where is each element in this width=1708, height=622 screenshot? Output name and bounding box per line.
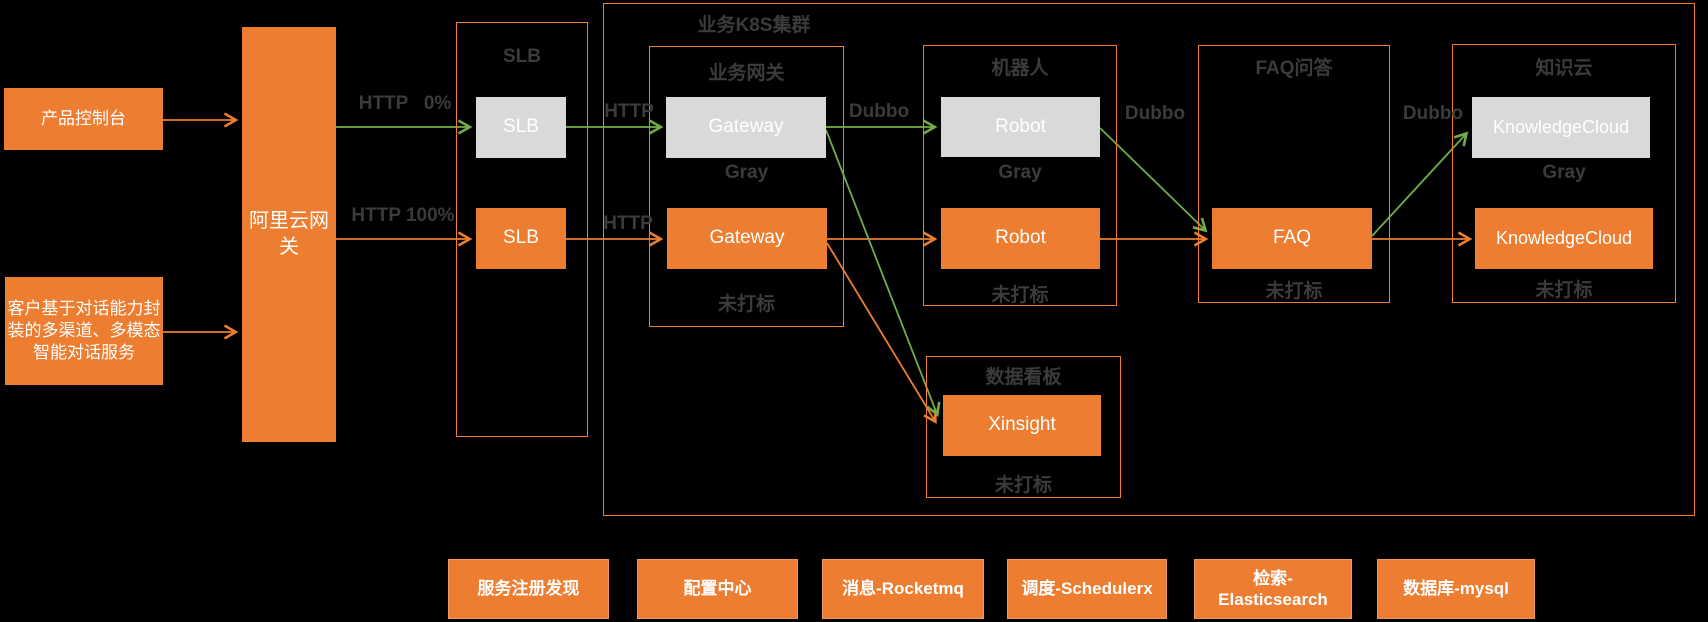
slb-untagged-node: SLB xyxy=(476,208,566,269)
edge-label-http-untagged: HTTP xyxy=(603,213,653,234)
slb-container xyxy=(456,22,588,437)
gateway-gray-node: Gateway xyxy=(666,97,826,158)
aliyun-gateway-node: 阿里云网关 xyxy=(242,27,336,442)
edge-label-http-0: HTTP 0% xyxy=(358,93,452,114)
gateway-group xyxy=(649,46,844,327)
middleware-service-registry: 服务注册发现 xyxy=(448,559,609,619)
edge-label-http-gray: HTTP xyxy=(604,101,654,122)
edge-label-dubbo-1: Dubbo xyxy=(848,101,910,122)
faq-group-title: FAQ问答 xyxy=(1255,58,1333,79)
edge-label-dubbo-3: Dubbo xyxy=(1402,103,1464,124)
faq-label: FAQ xyxy=(1272,227,1311,249)
faq-group xyxy=(1198,45,1390,303)
robot-untagged-tag: 未打标 xyxy=(991,285,1049,306)
product-console-node: 产品控制台 xyxy=(4,88,163,150)
xinsight-node: Xinsight xyxy=(943,395,1101,456)
robot-group xyxy=(923,45,1117,306)
robot-group-title: 机器人 xyxy=(991,58,1049,79)
robot-gray-tag: Gray xyxy=(998,162,1042,183)
gateway-untagged-tag: 未打标 xyxy=(717,294,775,315)
slb-gray-label: SLB xyxy=(503,116,539,138)
slb-gray-node: SLB xyxy=(476,97,566,158)
middleware-config-center: 配置中心 xyxy=(637,559,798,619)
knowledge-group-title: 知识云 xyxy=(1535,58,1593,79)
gateway-untagged-node: Gateway xyxy=(667,208,827,269)
slb-untagged-label: SLB xyxy=(503,227,539,249)
edge-label-http-100: HTTP 100% xyxy=(351,205,455,226)
robot-gray-label: Robot xyxy=(995,115,1046,137)
dashboard-group xyxy=(926,356,1121,498)
knowledge-group xyxy=(1452,44,1676,303)
xinsight-label: Xinsight xyxy=(988,414,1056,436)
gateway-gray-tag: Gray xyxy=(724,162,769,183)
product-console-label: 产品控制台 xyxy=(41,109,126,129)
slb-container-title: SLB xyxy=(503,46,541,67)
knowledge-untagged-label: KnowledgeCloud xyxy=(1495,227,1633,248)
knowledge-gray-node: KnowledgeCloud xyxy=(1472,97,1650,158)
customer-service-label: 客户基于对话能力封装的多渠道、多模态智能对话服务 xyxy=(7,299,161,362)
customer-service-node: 客户基于对话能力封装的多渠道、多模态智能对话服务 xyxy=(5,277,163,385)
robot-gray-node: Robot xyxy=(941,97,1100,157)
robot-untagged-node: Robot xyxy=(941,208,1100,269)
middleware-elasticsearch: 检索-Elasticsearch xyxy=(1194,559,1352,619)
middleware-label: 数据库-mysql xyxy=(1403,579,1509,599)
middleware-label: 调度-Schedulerx xyxy=(1021,579,1153,599)
middleware-label: 服务注册发现 xyxy=(477,579,580,599)
middleware-label: 检索-Elasticsearch xyxy=(1218,568,1328,609)
dashboard-untagged-tag: 未打标 xyxy=(994,475,1052,496)
knowledge-gray-tag: Gray xyxy=(1542,162,1586,183)
aliyun-gateway-label: 阿里云网关 xyxy=(249,209,329,258)
dashboard-group-title: 数据看板 xyxy=(985,367,1062,388)
robot-untagged-label: Robot xyxy=(995,227,1046,249)
gateway-untagged-label: Gateway xyxy=(709,227,785,249)
k8s-cluster-title: 业务K8S集群 xyxy=(697,15,811,36)
gateway-gray-label: Gateway xyxy=(708,116,784,138)
knowledge-untagged-tag: 未打标 xyxy=(1535,280,1593,301)
faq-node: FAQ xyxy=(1212,208,1372,269)
k8s-cluster-container xyxy=(603,3,1695,516)
middleware-mysql: 数据库-mysql xyxy=(1377,559,1535,619)
knowledge-gray-label: KnowledgeCloud xyxy=(1492,116,1630,137)
middleware-schedulerx: 调度-Schedulerx xyxy=(1007,559,1167,619)
middleware-rocketmq: 消息-Rocketmq xyxy=(822,559,984,619)
middleware-label: 消息-Rocketmq xyxy=(842,579,964,599)
knowledge-untagged-node: KnowledgeCloud xyxy=(1475,208,1653,269)
faq-untagged-tag: 未打标 xyxy=(1265,281,1323,302)
edge-label-dubbo-2: Dubbo xyxy=(1124,103,1186,124)
middleware-label: 配置中心 xyxy=(683,579,752,599)
gateway-group-title: 业务网关 xyxy=(708,63,785,84)
